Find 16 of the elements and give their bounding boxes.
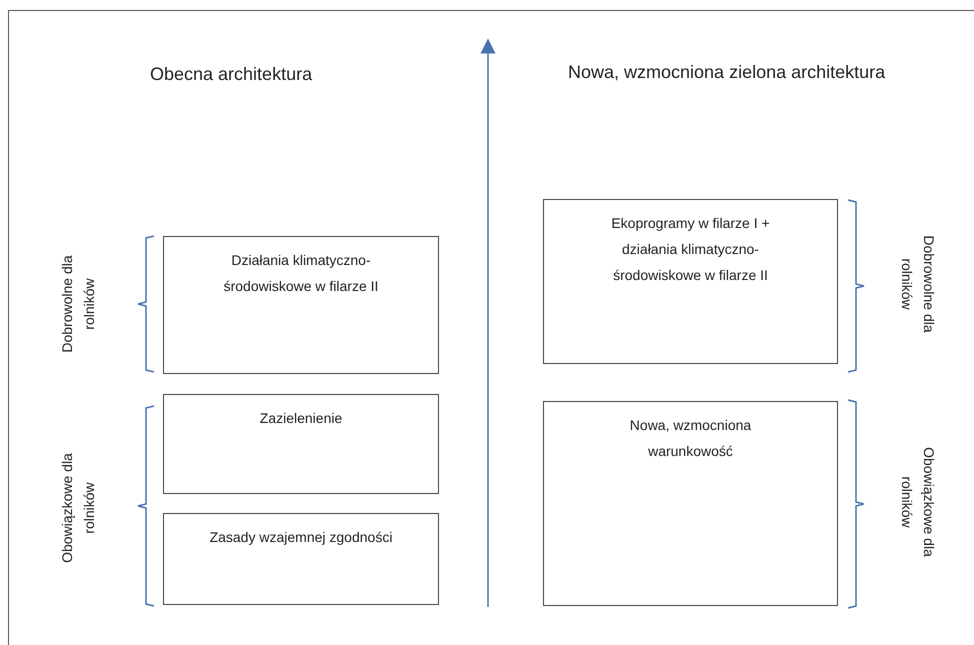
process-box (163, 394, 439, 494)
side-label: Dobrowolne dla rolników (898, 234, 938, 335)
column-heading: Nowa, wzmocniona zielona architektura (568, 61, 886, 84)
box-text: Ekoprogramy w filarze I + działania klimatyczno-środowiskowe w filarze II (610, 214, 771, 285)
box-text: Nowa, wzmocniona warunkowość (628, 416, 752, 461)
box-text: Zasady wzajemnej zgodności (208, 528, 394, 547)
box-text: Zazielenienie (258, 409, 344, 428)
process-box (163, 236, 439, 374)
process-box (543, 401, 838, 606)
process-box (543, 199, 838, 364)
process-box (163, 513, 439, 605)
side-label: Obowiązkowe dla rolników (898, 447, 938, 557)
column-heading: Obecna architektura (150, 63, 312, 86)
side-label: Dobrowolne dla rolników (58, 254, 98, 355)
box-text: Działania klimatyczno-środowiskowe w filarze II (222, 251, 380, 296)
side-label: Obowiązkowe dla rolników (58, 452, 98, 565)
